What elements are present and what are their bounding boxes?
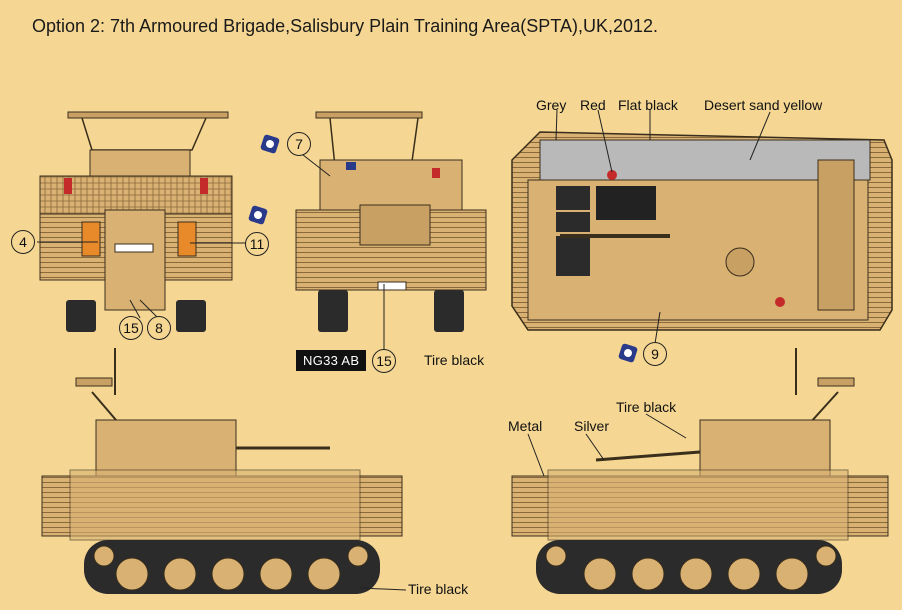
label-flat-black: Flat black <box>618 97 678 113</box>
page-title: Option 2: 7th Armoured Brigade,Salisbury… <box>32 16 658 36</box>
label-tire-black-side-right: Tire black <box>616 399 677 415</box>
label-tire-black-front: Tire black <box>424 352 485 368</box>
label-metal: Metal <box>508 418 543 434</box>
marker-8: 8 <box>147 316 171 340</box>
label-grey: Grey <box>536 97 567 113</box>
marker-15-rear: 15 <box>119 316 143 340</box>
number-plate: NG33 AB <box>296 350 367 371</box>
side-view-left <box>41 348 403 594</box>
label-tire-black-side-left: Tire black <box>408 581 469 597</box>
front-view <box>295 111 487 332</box>
label-desert-sand-yellow: Desert sand yellow <box>704 97 823 113</box>
top-view <box>511 131 893 331</box>
marker-4: 4 <box>11 230 35 254</box>
side-view-right <box>511 348 889 594</box>
marker-15-plate: 15 <box>372 349 396 373</box>
marker-7: 7 <box>287 132 311 156</box>
marker-11: 11 <box>245 232 269 256</box>
label-red: Red <box>580 97 606 113</box>
label-silver: Silver <box>574 418 610 434</box>
rear-view <box>39 111 233 332</box>
marker-9: 9 <box>643 342 667 366</box>
